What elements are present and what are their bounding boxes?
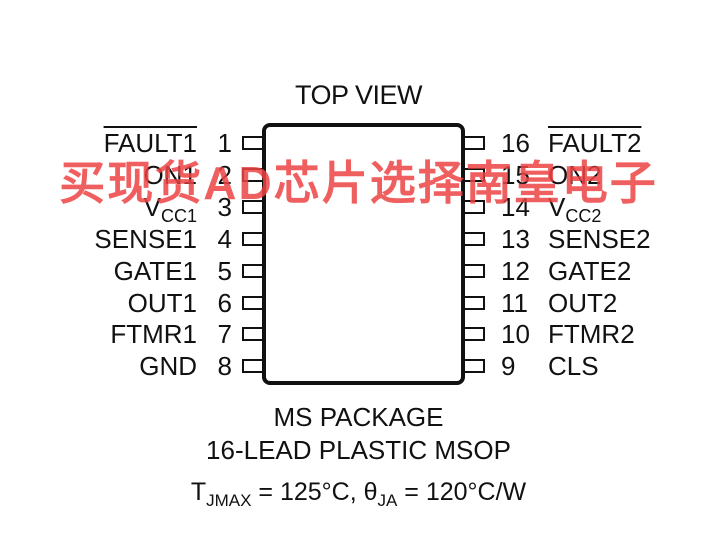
pin-6-lead [242, 296, 262, 310]
pin-11-lead [465, 296, 485, 310]
pin-3-name: VCC1 [40, 192, 197, 226]
pin-14-number: 14 [501, 192, 530, 222]
pin-7-number: 7 [217, 319, 232, 349]
tjmax-subscript: JMAX [206, 491, 252, 510]
pin-4-number: 4 [217, 224, 232, 254]
pin-3-lead [242, 200, 262, 214]
pin-15-number: 15 [501, 160, 530, 190]
diagram-title: TOP VIEW [294, 80, 423, 110]
pin-10-lead [465, 327, 485, 341]
pin-6-number: 6 [217, 288, 232, 318]
tjmax-symbol: T [190, 478, 207, 506]
theta-symbol: θ [363, 478, 378, 506]
pin-13-number: 13 [501, 224, 530, 254]
pin-16-number: 16 [501, 128, 530, 158]
theta-subscript: JA [377, 491, 398, 510]
pin-13-name: SENSE2 [548, 224, 651, 254]
watermark-text: 买现货AD芯片选择南皇电子 [59, 157, 658, 209]
pin-5-name: GATE1 [113, 256, 197, 286]
pin-12-lead [465, 264, 485, 278]
ic-body [262, 123, 465, 385]
pin-16-name: FAULT2 [548, 128, 708, 158]
pin-2-number: 2 [217, 160, 232, 190]
pin-8-name: GND [139, 351, 197, 381]
pin-8-number: 8 [217, 351, 232, 381]
pin-7-lead [242, 327, 262, 341]
pin-9-name: CLS [548, 351, 599, 381]
pin-2-lead [242, 168, 262, 182]
pin-14-name: VCC2 [548, 192, 708, 226]
pin-3-subscript: CC1 [160, 206, 197, 226]
pin-15-lead [465, 168, 485, 182]
pin-10-name: FTMR2 [548, 319, 635, 349]
pin-1-label: FAULT1 [103, 128, 197, 158]
pin-7-name: FTMR1 [110, 319, 197, 349]
pin-11-name: OUT2 [548, 288, 618, 318]
pin-9-number: 9 [501, 351, 516, 381]
pin-5-number: 5 [217, 256, 232, 286]
pin-4-lead [242, 232, 262, 246]
pin-14-subscript: CC2 [565, 206, 602, 226]
pin-1-lead [242, 136, 262, 150]
pin-3-label: V [143, 192, 161, 222]
pin-11-number: 11 [501, 288, 528, 318]
pin-12-name: GATE2 [548, 256, 632, 286]
pin-10-number: 10 [501, 319, 530, 349]
pin-15-name: ON2 [548, 160, 602, 190]
theta-value: = 120°C/W [397, 478, 527, 506]
pin-14-label: V [548, 192, 566, 222]
pin-16-label: FAULT2 [548, 128, 642, 158]
pin-6-name: OUT1 [127, 288, 197, 318]
pin-1-name: FAULT1 [40, 128, 197, 158]
pin-2-name: ON1 [143, 160, 197, 190]
pin-1-number: 1 [217, 128, 232, 158]
thermal-spec: TJMAX = 125°C, θJA = 120°C/W [0, 478, 717, 510]
pin-14-lead [465, 200, 485, 214]
pin-3-number: 3 [217, 192, 232, 222]
package-name: MS PACKAGE [273, 402, 444, 432]
pin-9-lead [465, 359, 485, 373]
pin-12-number: 12 [501, 256, 530, 286]
pin-8-lead [242, 359, 262, 373]
pin-5-lead [242, 264, 262, 278]
pin-16-lead [465, 136, 485, 150]
pin-4-name: SENSE1 [94, 224, 197, 254]
package-description: 16-LEAD PLASTIC MSOP [206, 435, 511, 465]
pin-13-lead [465, 232, 485, 246]
tjmax-value: = 125°C, [251, 478, 364, 506]
